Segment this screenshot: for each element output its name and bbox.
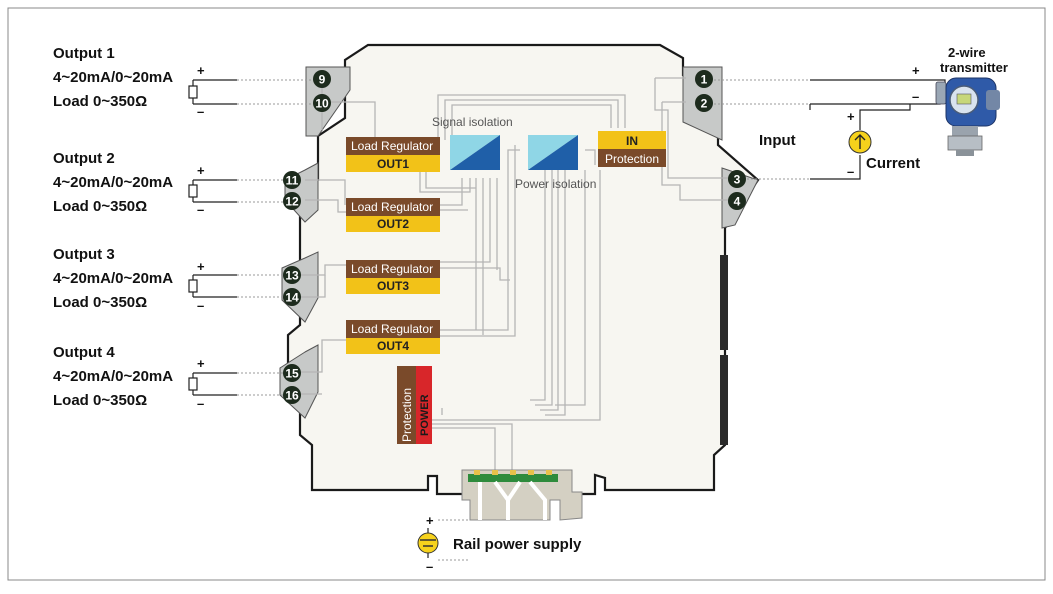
svg-text:Load Regulator: Load Regulator bbox=[351, 322, 433, 336]
battery-icon bbox=[417, 532, 439, 554]
output-3-group: Output 3 4~20mA/0~20mA Load 0~350Ω + – bbox=[53, 246, 283, 313]
svg-text:–: – bbox=[426, 559, 433, 574]
output-3-title: Output 3 bbox=[53, 246, 115, 263]
svg-text:Load Regulator: Load Regulator bbox=[351, 139, 433, 153]
svg-text:2: 2 bbox=[701, 97, 708, 111]
power-isolator: Power isolation bbox=[515, 135, 596, 191]
svg-text:16: 16 bbox=[285, 389, 299, 403]
terminal-2[interactable]: 2 bbox=[695, 94, 713, 112]
terminal-16[interactable]: 16 bbox=[283, 386, 301, 404]
output-3-load: Load 0~350Ω bbox=[53, 294, 147, 311]
svg-text:OUT3: OUT3 bbox=[377, 279, 409, 293]
terminal-3[interactable]: 3 bbox=[728, 170, 746, 188]
svg-text:–: – bbox=[197, 396, 204, 411]
output-2-load: Load 0~350Ω bbox=[53, 198, 147, 215]
terminal-13[interactable]: 13 bbox=[283, 266, 301, 284]
terminal-14[interactable]: 14 bbox=[283, 288, 301, 306]
output-2-range: 4~20mA/0~20mA bbox=[53, 174, 173, 191]
terminal-4[interactable]: 4 bbox=[728, 192, 746, 210]
svg-text:9: 9 bbox=[319, 73, 326, 87]
svg-text:15: 15 bbox=[285, 367, 299, 381]
terminal-1[interactable]: 1 bbox=[695, 70, 713, 88]
svg-text:1: 1 bbox=[701, 73, 708, 87]
svg-text:OUT1: OUT1 bbox=[377, 157, 409, 171]
svg-text:+: + bbox=[426, 513, 434, 528]
svg-text:+: + bbox=[197, 63, 205, 78]
input-label: Input bbox=[759, 132, 796, 149]
output-2-group: Output 2 4~20mA/0~20mA Load 0~350Ω + – bbox=[53, 150, 283, 217]
svg-text:+: + bbox=[847, 109, 855, 124]
load-regulator-3: Load Regulator OUT3 bbox=[346, 260, 440, 294]
svg-text:4: 4 bbox=[734, 195, 741, 209]
svg-text:–: – bbox=[847, 164, 854, 179]
output-1-title: Output 1 bbox=[53, 45, 115, 62]
svg-text:–: – bbox=[197, 104, 204, 119]
svg-text:12: 12 bbox=[285, 195, 299, 209]
load-regulator-4: Load Regulator OUT4 bbox=[346, 320, 440, 354]
output-4-range: 4~20mA/0~20mA bbox=[53, 368, 173, 385]
svg-text:14: 14 bbox=[285, 291, 299, 305]
svg-text:OUT2: OUT2 bbox=[377, 217, 409, 231]
svg-text:Load Regulator: Load Regulator bbox=[351, 262, 433, 276]
svg-text:10: 10 bbox=[315, 97, 329, 111]
svg-text:2-wire: 2-wire bbox=[948, 45, 986, 60]
input-protection-block: IN Protection bbox=[598, 131, 666, 167]
svg-text:Protection: Protection bbox=[400, 388, 414, 442]
rail-power-supply-label: Rail power supply bbox=[453, 536, 582, 553]
svg-text:+: + bbox=[197, 259, 205, 274]
terminal-10[interactable]: 10 bbox=[313, 94, 331, 112]
svg-text:OUT4: OUT4 bbox=[377, 339, 409, 353]
svg-text:13: 13 bbox=[285, 269, 299, 283]
resistor-icon bbox=[188, 184, 198, 198]
din-rail-icon bbox=[461, 469, 583, 521]
input-terminals: 1 2 3 4 bbox=[695, 70, 746, 210]
resistor-icon bbox=[188, 85, 198, 99]
svg-text:+: + bbox=[912, 63, 920, 78]
power-protection-block: Protection POWER bbox=[397, 366, 432, 444]
svg-text:Load Regulator: Load Regulator bbox=[351, 200, 433, 214]
rail-power-supply: + – Rail power supply bbox=[417, 513, 582, 574]
svg-text:Protection: Protection bbox=[605, 152, 659, 166]
svg-text:–: – bbox=[197, 298, 204, 313]
output-4-title: Output 4 bbox=[53, 344, 115, 361]
terminal-9[interactable]: 9 bbox=[313, 70, 331, 88]
signal-isolation-label: Signal isolation bbox=[432, 115, 513, 129]
load-regulator-2: Load Regulator OUT2 bbox=[346, 198, 440, 232]
svg-text:11: 11 bbox=[286, 174, 299, 188]
output-4-load: Load 0~350Ω bbox=[53, 392, 147, 409]
transmitter-icon: 2-wire transmitter bbox=[935, 45, 1008, 156]
output-1-load: Load 0~350Ω bbox=[53, 93, 147, 110]
current-label: Current bbox=[866, 155, 920, 172]
terminal-11[interactable]: 11 bbox=[283, 171, 301, 189]
internal-wiring bbox=[300, 77, 735, 470]
load-regulator-1: Load Regulator OUT1 bbox=[346, 137, 440, 172]
terminal-15[interactable]: 15 bbox=[283, 364, 301, 382]
svg-text:IN: IN bbox=[626, 134, 638, 148]
output-1-group: Output 1 4~20mA/0~20mA Load 0~350Ω + – bbox=[53, 45, 313, 119]
svg-text:+: + bbox=[197, 356, 205, 371]
svg-text:–: – bbox=[197, 202, 204, 217]
output-1-range: 4~20mA/0~20mA bbox=[53, 69, 173, 86]
terminal-12[interactable]: 12 bbox=[283, 192, 301, 210]
output-3-range: 4~20mA/0~20mA bbox=[53, 270, 173, 287]
output-terminals: 9 10 11 12 13 14 15 16 bbox=[283, 70, 331, 404]
svg-text:transmitter: transmitter bbox=[940, 60, 1008, 75]
svg-text:+: + bbox=[197, 163, 205, 178]
svg-text:–: – bbox=[912, 89, 919, 104]
output-4-group: Output 4 4~20mA/0~20mA Load 0~350Ω + – bbox=[53, 344, 283, 411]
resistor-icon bbox=[188, 279, 198, 293]
svg-text:3: 3 bbox=[734, 173, 741, 187]
resistor-icon bbox=[188, 377, 198, 391]
power-isolation-label: Power isolation bbox=[515, 177, 596, 191]
signal-isolator: Signal isolation bbox=[432, 115, 513, 170]
svg-text:POWER: POWER bbox=[419, 394, 431, 436]
output-2-title: Output 2 bbox=[53, 150, 115, 167]
